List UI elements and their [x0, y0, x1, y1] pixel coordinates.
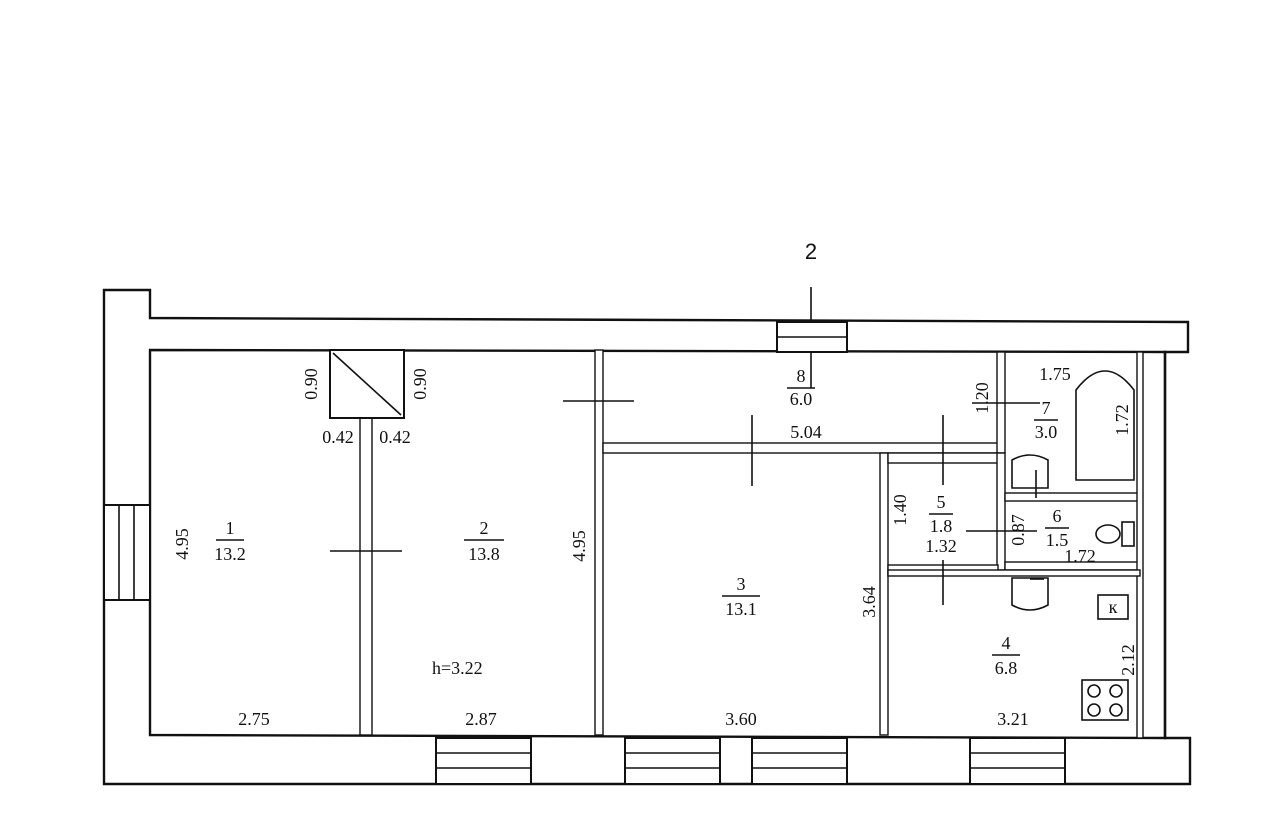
door-marks [330, 400, 1044, 605]
svg-text:13.8: 13.8 [468, 544, 500, 564]
svg-text:7: 7 [1042, 398, 1051, 418]
svg-text:1.8: 1.8 [930, 516, 953, 536]
room-3-label: 3 13.1 [722, 574, 760, 619]
svg-text:2.87: 2.87 [465, 709, 497, 729]
sink-icon [1011, 454, 1049, 489]
svg-text:0.42: 0.42 [379, 427, 411, 447]
svg-text:3.64: 3.64 [859, 586, 879, 618]
room-4-label: 4 6.8 [992, 633, 1020, 678]
ceiling-height-label: h=3.22 [432, 658, 483, 678]
room-2-label: 2 13.8 [464, 518, 504, 564]
dimension-labels: 2.75 2.87 3.60 3.21 0.42 0.42 5.04 1.32 … [172, 364, 1138, 729]
stove-icon [1081, 679, 1129, 721]
toilet-icon [1095, 521, 1135, 547]
kitchen-sink-icon [1011, 577, 1049, 611]
svg-text:1: 1 [226, 518, 235, 538]
bathtub-icon [1075, 370, 1135, 481]
svg-text:4.95: 4.95 [172, 528, 192, 560]
svg-text:6: 6 [1053, 506, 1062, 526]
svg-text:5.04: 5.04 [790, 422, 822, 442]
svg-text:2.75: 2.75 [238, 709, 270, 729]
room-7-label: 7 3.0 [1034, 398, 1058, 442]
svg-text:0.90: 0.90 [410, 368, 430, 400]
windows-bottom [435, 737, 1066, 785]
svg-text:3.0: 3.0 [1035, 422, 1058, 442]
svg-text:1.40: 1.40 [890, 494, 910, 526]
svg-text:2.12: 2.12 [1118, 644, 1138, 676]
stove-mark: к [1109, 597, 1118, 617]
svg-text:1.72: 1.72 [1112, 404, 1132, 436]
svg-text:0.90: 0.90 [301, 368, 321, 400]
svg-text:13.1: 13.1 [725, 599, 757, 619]
svg-text:3: 3 [737, 574, 746, 594]
room-5-label: 5 1.8 [929, 492, 953, 536]
svg-text:3.21: 3.21 [997, 709, 1029, 729]
svg-text:1.72: 1.72 [1064, 546, 1096, 566]
room-1-label: 1 13.2 [214, 518, 246, 564]
svg-text:4: 4 [1002, 633, 1011, 653]
svg-text:1.20: 1.20 [972, 382, 992, 414]
svg-text:3.60: 3.60 [725, 709, 757, 729]
window-left [103, 504, 151, 601]
fixtures: к [1011, 370, 1135, 721]
section-mark: 2 [805, 239, 817, 264]
svg-text:5: 5 [937, 492, 946, 512]
svg-text:6.0: 6.0 [790, 389, 813, 409]
room-6-label: 6 1.5 [1045, 506, 1069, 550]
svg-text:6.8: 6.8 [995, 658, 1018, 678]
svg-text:13.2: 13.2 [214, 544, 246, 564]
svg-text:1.32: 1.32 [925, 536, 957, 556]
svg-text:1.5: 1.5 [1046, 530, 1069, 550]
svg-text:1.75: 1.75 [1039, 364, 1071, 384]
svg-text:0.87: 0.87 [1008, 514, 1028, 546]
svg-text:2: 2 [480, 518, 489, 538]
room-8-label: 8 6.0 [787, 366, 815, 409]
svg-text:8: 8 [797, 366, 806, 386]
svg-text:0.42: 0.42 [322, 427, 354, 447]
chimney-icon [1097, 594, 1129, 620]
svg-text:4.95: 4.95 [569, 530, 589, 562]
